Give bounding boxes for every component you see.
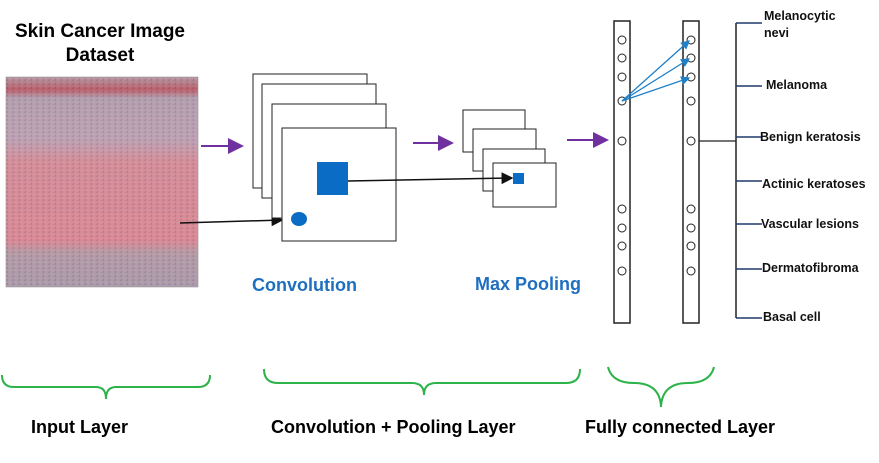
fc-node bbox=[686, 204, 696, 214]
fc-node bbox=[617, 53, 627, 63]
fc-node bbox=[686, 53, 696, 63]
fc-node bbox=[617, 72, 627, 82]
fc-node bbox=[686, 266, 696, 276]
fc-connection bbox=[621, 76, 691, 102]
conv-pool-brace bbox=[263, 368, 581, 396]
class-label-vascular-lesions: Vascular lesions bbox=[761, 217, 859, 231]
fc-node bbox=[686, 96, 696, 106]
input-layer-brace bbox=[1, 374, 211, 400]
fc-node bbox=[617, 35, 627, 45]
class-label-benign-keratosis: Benign keratosis bbox=[760, 130, 861, 144]
class-label-dermatofibroma: Dermatofibroma bbox=[762, 261, 859, 275]
class-label-line: Melanocytic bbox=[764, 9, 836, 23]
fc-node bbox=[686, 72, 696, 82]
fc-node bbox=[617, 241, 627, 251]
conv-pool-layer-label: Convolution + Pooling Layer bbox=[271, 417, 516, 437]
class-label-melanocytic-nevi: Melanocytic nevi bbox=[764, 8, 836, 42]
fc-connection bbox=[621, 40, 690, 102]
output-class-tree bbox=[699, 22, 762, 319]
fc-layer-brace bbox=[607, 366, 715, 408]
convolution-label: Convolution bbox=[252, 275, 357, 295]
conv-to-pool-arrow bbox=[347, 172, 514, 185]
class-label-actinic-keratoses: Actinic keratoses bbox=[762, 177, 866, 191]
class-label-basal-cell: Basal cell bbox=[763, 310, 821, 324]
input-layer-label: Input Layer bbox=[31, 417, 129, 437]
convolution-feature-maps bbox=[252, 73, 397, 242]
class-label-line: nevi bbox=[764, 26, 790, 40]
fc-node bbox=[686, 35, 696, 45]
fc-node bbox=[617, 136, 627, 146]
conv-filter-square bbox=[317, 162, 348, 195]
image-to-conv-arrow bbox=[179, 214, 284, 227]
fc-layer-label: Fully connected Layer bbox=[585, 417, 776, 437]
fc-node bbox=[686, 223, 696, 233]
dataset-title: Skin Cancer Image Dataset bbox=[9, 20, 191, 68]
fc-node bbox=[686, 241, 696, 251]
fc-node bbox=[617, 204, 627, 214]
dataset-title-line-1: Skin Cancer Image bbox=[14, 21, 186, 42]
dataset-title-line-2: Dataset bbox=[65, 45, 135, 66]
pool-square bbox=[513, 173, 524, 184]
class-label-melanoma: Melanoma bbox=[766, 78, 828, 92]
fc-node bbox=[617, 223, 627, 233]
fc-connection bbox=[621, 58, 691, 102]
max-pooling-label: Max Pooling bbox=[475, 274, 582, 294]
fully-connected-layers bbox=[613, 20, 700, 324]
pooling-feature-maps bbox=[462, 109, 557, 208]
fc-node bbox=[617, 266, 627, 276]
conv-input-point bbox=[291, 212, 307, 226]
fc-column-1 bbox=[613, 20, 631, 324]
skin-image bbox=[5, 76, 199, 288]
fc-node bbox=[686, 136, 696, 146]
fc-column-2 bbox=[682, 20, 700, 324]
